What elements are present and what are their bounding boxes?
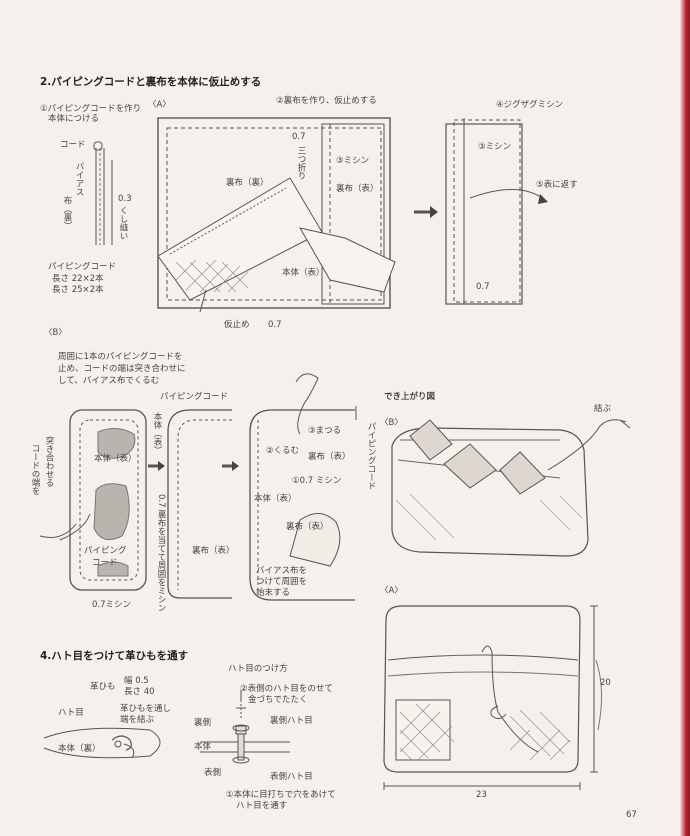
intro-3: して、バイアス布でくるむ	[58, 376, 160, 386]
ura-b3: 裏布（表）	[192, 546, 235, 556]
intro-2: 止め、コードの端は突き合わせに	[58, 364, 186, 374]
note-4: ④ジグザグミシン	[496, 100, 564, 110]
omote-hatome: 表側ハト目	[270, 772, 313, 782]
intro-1: 周囲に1本のパイピングコードを	[58, 352, 183, 362]
hatome-label: ハト目	[58, 708, 84, 718]
label-b: 〈B〉	[44, 328, 67, 338]
kawa-length: 長さ 40	[124, 687, 155, 697]
bias-label-2: 布（裏）	[62, 196, 72, 230]
musubu: 結ぶ	[594, 404, 612, 414]
length-2: 長さ 25×2本	[52, 285, 104, 295]
note-3b: ③ミシン	[478, 142, 512, 152]
label-a: 〈A〉	[148, 100, 171, 110]
method-title: ハト目のつけ方	[228, 664, 288, 674]
piping-b2b: コード	[92, 558, 118, 568]
note-5: ⑤表に返す	[536, 180, 578, 190]
hontai-b3: 本体（表）	[254, 494, 297, 504]
piping-label: パイピングコード	[48, 262, 117, 272]
hontai-b-v: 本体（表）	[152, 412, 162, 455]
uragawa-hatome: 裏側ハト目	[270, 716, 313, 726]
hontai-ura: 本体（裏）	[58, 744, 101, 754]
bias-label-1: バイアス	[74, 162, 84, 196]
method-1b: ハト目を通す	[236, 801, 288, 811]
uranuno-v: 0.7 裏布を当てて周囲をミシン	[156, 494, 166, 613]
dim-07b: 0.7	[268, 320, 282, 330]
kawa-himo: 革ひも	[90, 682, 116, 692]
kawa-pass-a: 革ひもを通し	[120, 704, 172, 714]
piping-b3: パイピングコード	[366, 422, 376, 490]
page-edge	[680, 0, 690, 836]
height-20: 20	[600, 678, 611, 688]
hontai-4: 本体	[194, 742, 212, 752]
method-2b: 金づちでたたく	[248, 695, 308, 705]
ura-omote: 裏布（表）	[336, 184, 379, 194]
note-1b: 本体につける	[48, 114, 100, 124]
method-1a: ①本体に目打ちで穴をあけて	[226, 790, 336, 800]
finished-title: でき上がり図	[384, 392, 436, 402]
piping-b: パイピングコード	[160, 392, 229, 402]
uragawa: 裏側	[194, 718, 212, 728]
section-4-heading: 4.ハト目をつけて革ひもを通す	[40, 650, 189, 662]
length-1: 長さ 22×2本	[52, 274, 104, 284]
tsukiawaseru: 突き合わせる	[44, 436, 54, 487]
ura-b4: 裏布（表）	[308, 452, 351, 462]
karidome: 仮止め	[224, 320, 250, 330]
section-2-heading: 2.パイピングコードと裏布を本体に仮止めする	[40, 76, 262, 88]
bias-c: 始末する	[256, 588, 291, 598]
dim-07c: 0.7	[476, 282, 490, 292]
note-1: ①パイピングコードを作り	[40, 104, 142, 114]
ura-b5: 裏布（表）	[286, 522, 329, 532]
kushi-nui: くし縫い	[118, 206, 128, 240]
bias-b: つけて周囲を	[256, 577, 308, 587]
mitsuori: 三つ折り	[296, 146, 306, 180]
cord-end: コードの端を	[30, 444, 40, 495]
mishin-07: 0.7ミシン	[92, 600, 132, 610]
sew-03: 0.3	[118, 194, 132, 204]
bias-a: バイアス布を	[256, 566, 308, 576]
finished-a: 〈A〉	[380, 586, 403, 596]
page-number: 67	[626, 810, 637, 820]
note-3: ③ミシン	[336, 156, 370, 166]
note-2: ②裏布を作り、仮止めする	[276, 96, 377, 106]
kawa-width: 幅 0.5	[124, 676, 149, 686]
omote: 表側	[204, 768, 222, 778]
cord-label: コード	[60, 140, 86, 150]
finished-b: 〈B〉	[380, 418, 403, 428]
piping-b2a: パイピング	[84, 546, 127, 556]
hontai-b2: 本体（表）	[94, 454, 137, 464]
dim-07a: 0.7	[292, 132, 306, 142]
mishin-1: ①0.7 ミシン	[292, 476, 342, 486]
kurumu: ②くるむ	[266, 446, 299, 456]
width-23: 23	[476, 790, 487, 800]
hontai-omote: 本体（表）	[282, 268, 325, 278]
method-2a: ②表側のハト目をのせて	[240, 684, 333, 694]
matsuru: ③まつる	[308, 426, 342, 436]
kawa-pass-b: 端を結ぶ	[120, 715, 155, 725]
ura-ura: 裏布（裏）	[226, 178, 269, 188]
